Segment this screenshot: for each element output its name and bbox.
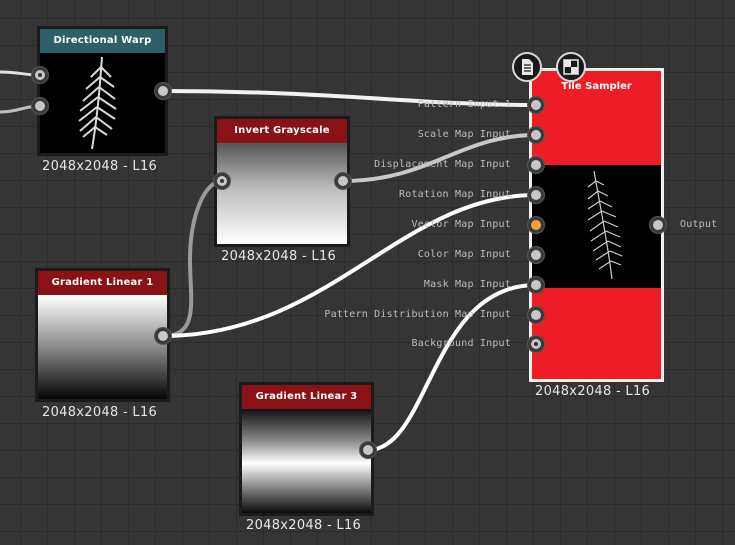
output-label: Output: [680, 219, 718, 230]
leaf-icon: [78, 56, 117, 150]
input-port-pattern-distribution-map[interactable]: [528, 307, 544, 323]
node-directional-warp[interactable]: Directional Warp: [37, 26, 168, 156]
input-label-scale-map: Scale Map Input: [417, 129, 511, 140]
node-gradient-linear-3[interactable]: Gradient Linear 3: [239, 382, 374, 516]
input-port-rotation-map[interactable]: [528, 187, 544, 203]
warp-input-port-1[interactable]: [32, 67, 48, 83]
input-port-color-map[interactable]: [528, 247, 544, 263]
invert-output-port[interactable]: [335, 173, 351, 189]
input-label-rotation-map: Rotation Map Input: [399, 189, 511, 200]
input-label-pattern-input-1: Pattern Input 1: [417, 99, 511, 110]
node-resolution: 2048x2048 - L16: [42, 159, 158, 174]
node-resolution: 2048x2048 - L16: [246, 518, 362, 533]
input-port-pattern-input-1[interactable]: [528, 97, 544, 113]
wire-gradient1-to-invert: [161, 179, 224, 338]
node-title: Tile Sampler: [561, 81, 632, 92]
checker-icon[interactable]: [556, 52, 586, 82]
input-port-vector-map[interactable]: [528, 217, 544, 233]
gradient3-output-port[interactable]: [360, 442, 376, 458]
node-resolution: 2048x2048 - L16: [535, 384, 651, 399]
wire-gradient3-to-mask: [366, 283, 538, 452]
node-title: Gradient Linear 3: [242, 385, 371, 409]
input-label-pattern-distribution-map: Pattern Distribution Map Input: [324, 309, 511, 320]
leaf-pattern-icon: [587, 170, 623, 280]
input-port-displacement-map[interactable]: [528, 157, 544, 173]
node-resolution: 2048x2048 - L16: [42, 405, 158, 420]
leaf-thumbnail: [40, 53, 165, 153]
wire-invert-to-scale: [341, 133, 538, 183]
gradient-thumbnail: [38, 295, 167, 399]
gradient1-output-port[interactable]: [155, 328, 171, 344]
node-title: Gradient Linear 1: [38, 271, 167, 295]
input-port-scale-map[interactable]: [528, 127, 544, 143]
document-icon[interactable]: [512, 52, 542, 82]
input-label-background: Background Input: [411, 338, 511, 349]
input-port-mask-map[interactable]: [528, 277, 544, 293]
warp-output-port[interactable]: [155, 83, 171, 99]
node-resolution: 2048x2048 - L16: [221, 249, 337, 264]
node-title: Invert Grayscale: [217, 119, 347, 143]
warp-input-port-2[interactable]: [32, 98, 48, 114]
input-label-mask-map: Mask Map Input: [423, 279, 511, 290]
input-label-vector-map: Vector Map Input: [411, 219, 511, 230]
wire-gradient1-to-rotation: [161, 193, 538, 338]
gradient-thumbnail: [242, 409, 371, 513]
sampler-thumbnail: [532, 165, 661, 288]
node-invert-grayscale[interactable]: Invert Grayscale: [214, 116, 350, 247]
node-gradient-linear-1[interactable]: Gradient Linear 1: [35, 268, 170, 402]
node-tile-sampler[interactable]: Tile Sampler: [529, 68, 664, 382]
gradient-thumbnail: [217, 143, 347, 244]
input-label-color-map: Color Map Input: [417, 249, 511, 260]
input-label-displacement-map: Displacement Map Input: [374, 159, 511, 170]
invert-input-port[interactable]: [214, 173, 230, 189]
wire-warp-to-pattern: [161, 89, 538, 107]
input-port-background[interactable]: [528, 336, 544, 352]
output-port[interactable]: [650, 217, 666, 233]
node-title: Directional Warp: [40, 29, 165, 53]
